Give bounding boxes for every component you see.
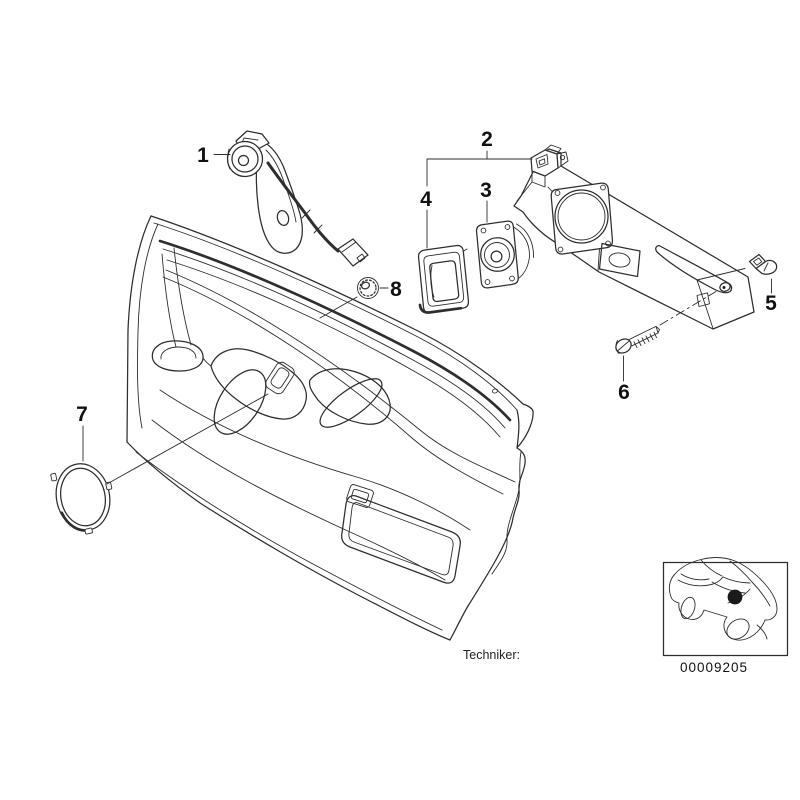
callout-8-leader (319, 287, 389, 319)
leader-lines (82, 150, 772, 485)
expanding-rivet (748, 253, 778, 275)
door-release-recess (213, 369, 267, 435)
technician-label: Techniker: (463, 648, 520, 662)
callout-4[interactable]: 4 (420, 188, 432, 211)
rubber-frame (417, 244, 470, 314)
sill-hole (492, 388, 498, 394)
speaker-bracket (513, 144, 755, 330)
door-card-crease-upper (165, 269, 516, 483)
wire-connector (337, 238, 369, 267)
door-panel-drawing (126, 215, 534, 641)
door-front-edge (126, 215, 152, 443)
callout-2-leader (426, 150, 533, 187)
screw-hole (719, 282, 731, 292)
door-bottom-edge (126, 441, 451, 641)
callout-7[interactable]: 7 (76, 403, 88, 426)
callout-1[interactable]: 1 (197, 144, 209, 167)
lock-bezel (346, 484, 374, 508)
bracket-hole (276, 209, 290, 227)
callout-6[interactable]: 6 (618, 381, 630, 404)
midrange-speaker (475, 220, 534, 289)
location-marker (727, 589, 743, 605)
door-card-crease-lower (162, 276, 504, 495)
door-pocket-contour (491, 451, 522, 575)
door-pull-surround (308, 368, 391, 425)
diagram-number: 00009205 (680, 660, 748, 675)
door-pull-recess (319, 378, 383, 428)
bracket-body (513, 148, 755, 330)
bracket-end-block (696, 268, 746, 329)
expanding-nut (357, 277, 379, 299)
assembly-axis-line (659, 291, 717, 326)
window-sill-band (150, 215, 534, 449)
callout-7-leader (82, 393, 269, 485)
callout-3[interactable]: 3 (480, 179, 492, 202)
door-front-edge-inner (137, 223, 159, 429)
callout-8[interactable]: 8 (390, 278, 402, 301)
tapping-screw (615, 325, 660, 354)
speaker-grille (50, 463, 113, 535)
bracket-top-clip (530, 144, 569, 188)
tweeter-dome (237, 154, 250, 167)
bracket-speaker-boss (550, 182, 614, 255)
car-top-view-icon (668, 557, 778, 641)
armrest-cluster (202, 348, 391, 435)
inset-frame (662, 561, 789, 657)
callout-5[interactable]: 5 (765, 292, 777, 315)
door-bottom-inner-line (135, 451, 443, 631)
window-switch (265, 361, 295, 395)
callout-2[interactable]: 2 (481, 128, 493, 151)
car-inset: 00009205 (662, 557, 789, 675)
tweeter-bracket-blade (255, 140, 303, 254)
armrest-lower-line-1 (159, 389, 471, 531)
grab-handle (151, 247, 204, 372)
speaker-dome (490, 250, 503, 263)
map-pocket (341, 495, 461, 584)
tweeter-housing (226, 140, 264, 178)
sill-end-cap (516, 403, 534, 449)
tweeter-assembly (226, 130, 369, 267)
speaker-wire (266, 161, 340, 253)
armrest-lower-line-2 (151, 419, 446, 581)
door-right-edge (449, 447, 526, 641)
